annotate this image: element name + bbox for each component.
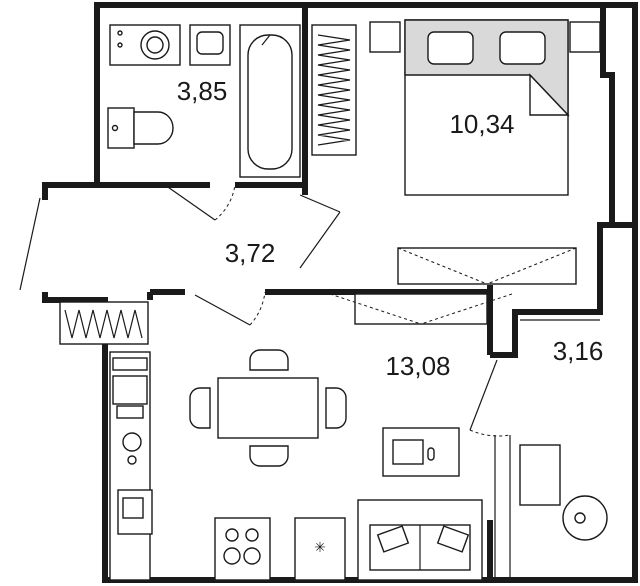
dining-table xyxy=(189,349,347,467)
bathroom-fixtures xyxy=(107,24,301,178)
hallway-closet xyxy=(311,24,357,156)
balcony xyxy=(494,319,600,580)
entrance-wardrobe xyxy=(59,301,149,345)
sofa xyxy=(357,499,483,581)
area-label-balcony: 3,16 xyxy=(553,336,604,366)
doors xyxy=(19,184,511,437)
kitchen-unit: ✳ xyxy=(109,351,346,581)
area-label-kitchen-living: 13,08 xyxy=(385,351,450,381)
wardrobes xyxy=(329,247,577,325)
bed xyxy=(369,19,601,196)
area-labels: 3,85 10,34 3,72 13,08 3,16 xyxy=(177,76,604,381)
area-label-bathroom: 3,85 xyxy=(177,76,228,106)
area-label-hallway: 3,72 xyxy=(225,238,276,268)
svg-text:✳: ✳ xyxy=(314,540,326,556)
balcony-furniture xyxy=(519,444,608,541)
desk xyxy=(382,427,460,477)
area-label-bedroom: 10,34 xyxy=(449,109,514,139)
